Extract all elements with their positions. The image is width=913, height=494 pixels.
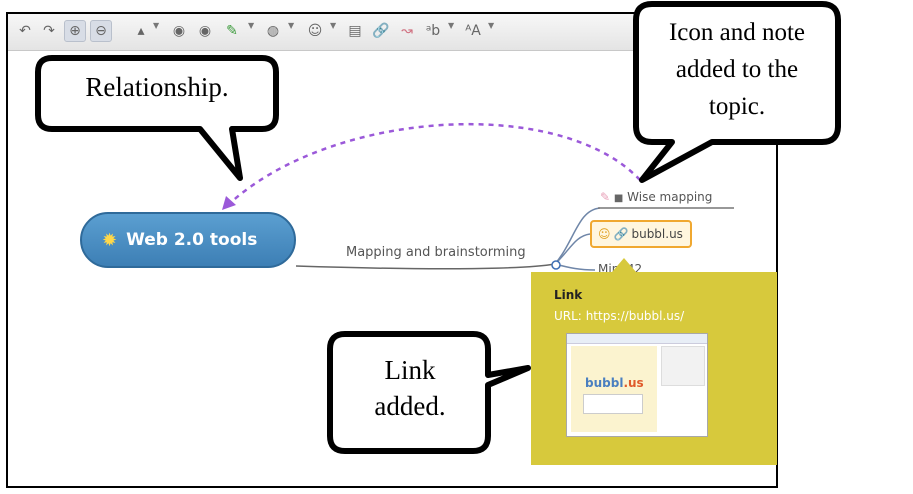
central-topic[interactable]: ✹ Web 2.0 tools	[80, 212, 296, 268]
link-preview-thumbnail[interactable]: bubbl.us	[566, 333, 708, 437]
relationship-line[interactable]	[227, 122, 641, 206]
zoom-out-icon[interactable]: ⊖	[90, 20, 112, 42]
add-topic-icon[interactable]: ▴	[137, 23, 145, 39]
relationship-icon[interactable]: ↝	[401, 23, 413, 39]
thumbnail-header	[567, 334, 707, 344]
font-size-menu-arrow[interactable]: ▼	[448, 21, 455, 30]
link-icon: 🔗	[613, 227, 629, 241]
smiley-icon: ☺	[598, 227, 611, 241]
color-menu-arrow[interactable]: ▼	[248, 21, 255, 30]
branch-connector	[295, 263, 556, 270]
callout-relationship	[35, 55, 279, 181]
thumbnail-logo-main: bubbl	[585, 376, 624, 390]
topic-wisemapping[interactable]: ✎ ■ Wise mapping	[600, 190, 712, 204]
icon-menu-arrow[interactable]: ▼	[330, 21, 337, 30]
sun-icon: ✹	[102, 229, 118, 251]
link-popup-title: Link	[554, 288, 583, 302]
thumbnail-login-card	[583, 394, 643, 414]
thumbnail-canvas	[571, 346, 657, 432]
callout-icon-note-text: Icon and note added to the topic.	[642, 14, 832, 125]
topic-bubbl[interactable]: ☺ 🔗 bubbl.us	[590, 220, 692, 248]
callout-link-text: Link added.	[336, 352, 484, 424]
branch-collapse-handle[interactable]	[551, 260, 561, 270]
branch-topic-label[interactable]: Mapping and brainstorming	[346, 245, 526, 260]
connector-mind42	[554, 263, 596, 271]
palette-icon[interactable]: ◍	[266, 23, 280, 39]
callout-link	[327, 331, 531, 454]
callout-icon-note-line3: topic.	[708, 93, 766, 120]
redo-icon[interactable]: ↷	[43, 23, 55, 39]
note-icon[interactable]: ▤	[348, 23, 362, 39]
thumbnail-logo-accent: .us	[623, 376, 644, 390]
connector-wisemapping	[554, 207, 601, 265]
topic-shape-icon[interactable]: ◉	[172, 23, 186, 39]
connector-bubbl	[554, 233, 591, 265]
link-popup-url[interactable]: URL: https://bubbl.us/	[554, 309, 684, 323]
thumbnail-sidebar	[661, 346, 705, 386]
callout-icon-note-line2: added to the	[675, 56, 799, 83]
font-color-icon[interactable]: ᴬA	[465, 23, 481, 39]
face-icon[interactable]: ☺	[307, 23, 323, 39]
callout-link-line2: added.	[374, 391, 446, 421]
topic-bubbl-label: bubbl.us	[631, 227, 683, 241]
link-popup-url-label: URL:	[554, 309, 582, 323]
callout-icon-note-line1: Icon and note	[668, 19, 806, 46]
thumbnail-logo: bubbl.us	[585, 376, 644, 390]
relationship-arrowhead	[222, 196, 236, 210]
add-topic-menu-arrow[interactable]: ▼	[153, 21, 160, 30]
font-size-icon[interactable]: ᵃb	[425, 23, 441, 39]
square-icon: ■	[613, 193, 624, 204]
callout-relationship-text: Relationship.	[85, 72, 229, 102]
topic-color-icon[interactable]: ✎	[226, 23, 238, 39]
undo-icon[interactable]: ↶	[19, 23, 31, 39]
link-popup-url-value[interactable]: https://bubbl.us/	[585, 309, 685, 323]
link-icon[interactable]: 🔗	[372, 23, 390, 39]
note-icon: ✎	[600, 190, 611, 204]
palette-menu-arrow[interactable]: ▼	[288, 21, 295, 30]
central-topic-label: Web 2.0 tools	[126, 230, 258, 250]
callout-icon-note	[633, 1, 841, 183]
topic-style-icon[interactable]: ◉	[198, 23, 212, 39]
callout-link-line1: Link	[384, 355, 436, 385]
font-color-menu-arrow[interactable]: ▼	[488, 21, 495, 30]
zoom-in-icon[interactable]: ⊕	[64, 20, 86, 42]
topic-wisemapping-label: Wise mapping	[627, 190, 713, 204]
